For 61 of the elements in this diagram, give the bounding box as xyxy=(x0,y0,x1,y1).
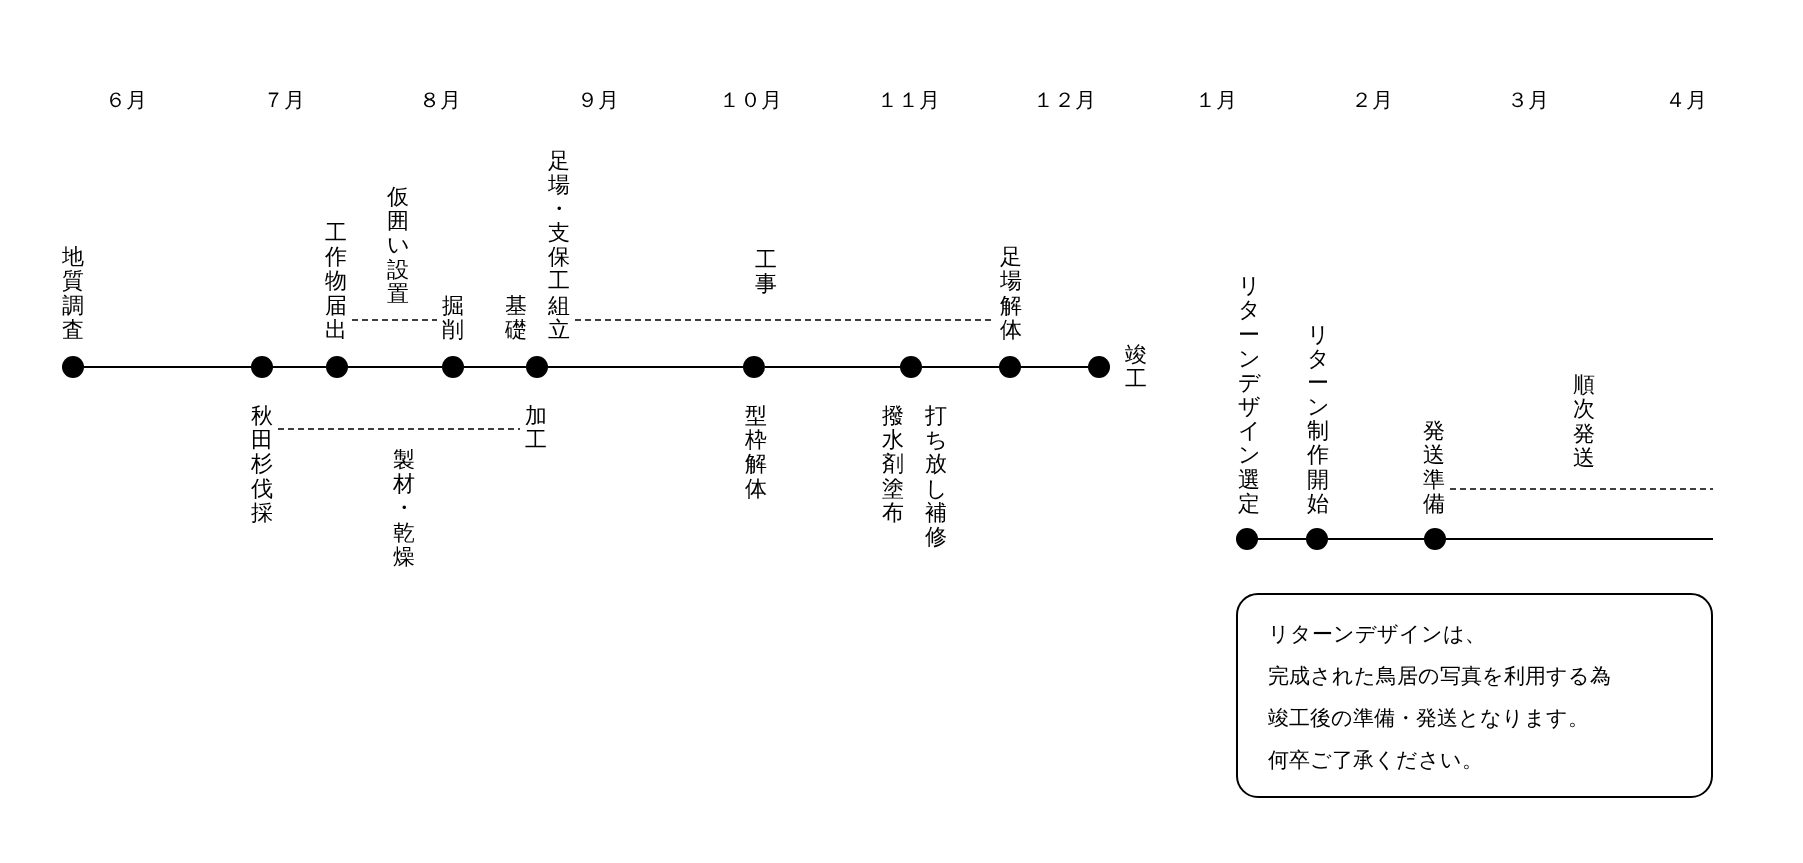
timeline-line xyxy=(463,366,527,368)
timeline-line xyxy=(83,366,252,368)
milestone-label: 足場・支保工組立 xyxy=(548,148,570,342)
milestone-label: 基礎 xyxy=(505,293,527,342)
month-label: １月 xyxy=(1195,87,1237,114)
milestone-label: 足場解体 xyxy=(1000,245,1022,342)
milestone-dot xyxy=(442,356,464,378)
milestone-dot xyxy=(999,356,1021,378)
milestone-dot xyxy=(62,356,84,378)
milestone-dot xyxy=(251,356,273,378)
milestone-label: 工作物届出 xyxy=(325,221,347,342)
timeline-line xyxy=(1445,538,1714,540)
milestone-label: 発送準備 xyxy=(1423,419,1445,516)
timeline-line xyxy=(1327,538,1425,540)
note-text: 竣工後の準備・発送となります。 xyxy=(1268,705,1590,732)
milestone-dot xyxy=(526,356,548,378)
note-text: 完成された鳥居の写真を利用する為 xyxy=(1268,663,1612,690)
edge-label: 製材・乾燥 xyxy=(393,448,415,569)
milestone-dot xyxy=(900,356,922,378)
milestone-label: 秋田杉伐採 xyxy=(251,404,273,525)
milestone-dot xyxy=(326,356,348,378)
month-label: １０月 xyxy=(718,87,782,114)
milestone-dot xyxy=(1088,356,1110,378)
milestone-label: 型枠解体 xyxy=(745,404,767,501)
milestone-dot xyxy=(1424,528,1446,550)
timeline-line xyxy=(347,366,443,368)
month-label: ３月 xyxy=(1507,87,1549,114)
month-label: ６月 xyxy=(105,87,147,114)
edge-label: 順次発送 xyxy=(1573,373,1595,470)
month-label: １２月 xyxy=(1032,87,1096,114)
dashed-period-line xyxy=(351,319,438,321)
timeline-line xyxy=(547,366,744,368)
timeline-line xyxy=(1020,366,1089,368)
month-label: ９月 xyxy=(577,87,619,114)
milestone-dot xyxy=(1306,528,1328,550)
milestone-label: 掘削 xyxy=(442,293,464,342)
timeline-line xyxy=(1257,538,1307,540)
milestone-dot xyxy=(1236,528,1258,550)
note-text: 何卒ご了承ください。 xyxy=(1268,747,1484,774)
milestone-label: 打ち放し補修 xyxy=(925,404,947,550)
note-text: リターンデザインは、 xyxy=(1268,621,1487,648)
note-box xyxy=(1236,593,1713,798)
month-label: ２月 xyxy=(1351,87,1393,114)
milestone-label: 加工 xyxy=(525,404,547,453)
edge-label: 工事 xyxy=(755,247,777,296)
edge-label: 仮囲い設置 xyxy=(387,185,409,306)
dashed-period-line xyxy=(1449,488,1714,490)
timeline-line xyxy=(272,366,327,368)
month-label: ８月 xyxy=(419,87,461,114)
milestone-dot xyxy=(743,356,765,378)
milestone-label: 地質調査 xyxy=(62,245,84,342)
milestone-label: 竣工 xyxy=(1125,342,1147,392)
milestone-label: 撥水剤塗布 xyxy=(882,404,904,525)
month-label: ４月 xyxy=(1665,87,1707,114)
milestone-label: リターン制作開始 xyxy=(1307,322,1329,516)
timeline-line xyxy=(921,366,1000,368)
month-label: ７月 xyxy=(263,87,305,114)
month-label: １１月 xyxy=(876,87,940,114)
dashed-period-line xyxy=(277,428,521,430)
timeline-line xyxy=(764,366,901,368)
milestone-label: リターンデザイン選定 xyxy=(1238,274,1260,516)
